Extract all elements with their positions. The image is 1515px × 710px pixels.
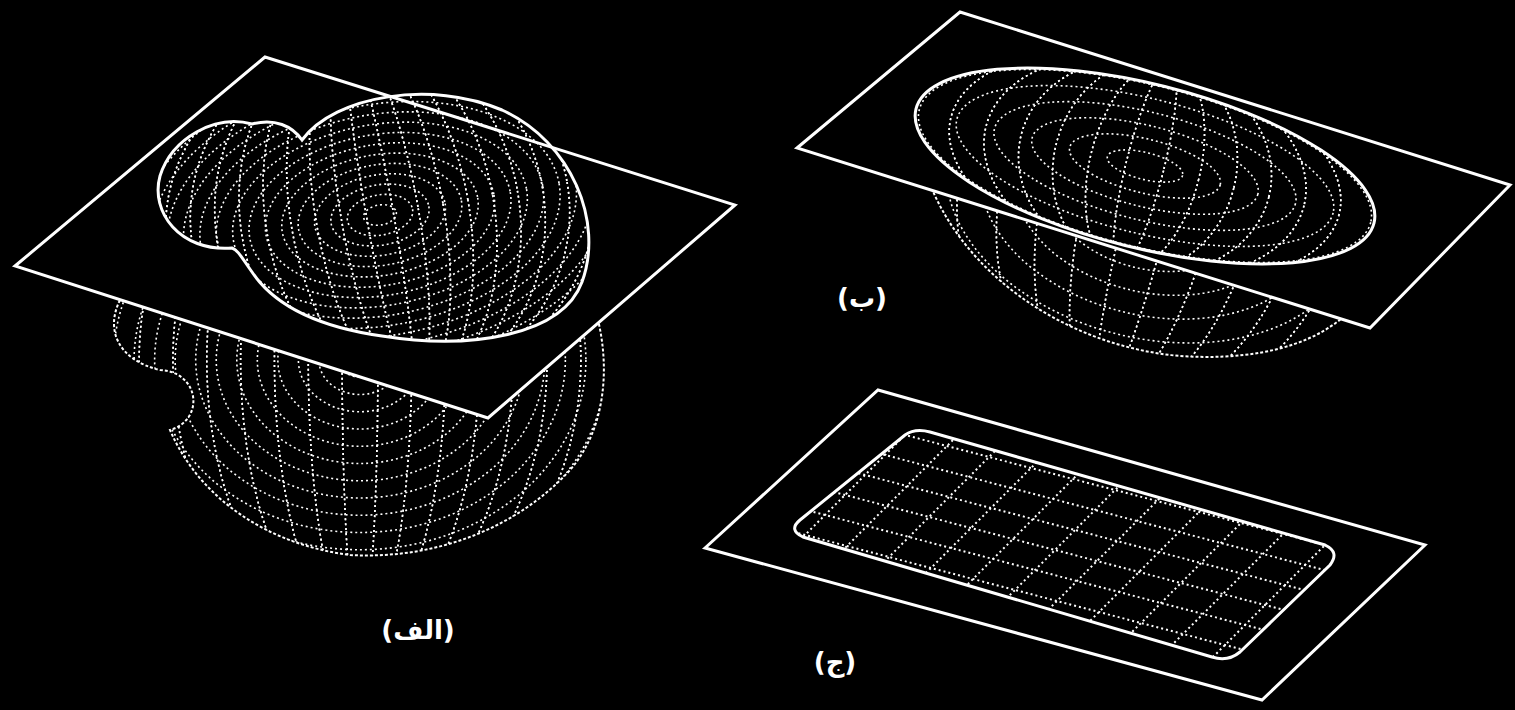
mesh-line <box>236 16 524 414</box>
mesh-line <box>941 54 1350 279</box>
mesh-line <box>801 433 1389 587</box>
mesh-line <box>335 33 425 396</box>
mesh-line <box>87 0 673 440</box>
mesh-line <box>285 25 474 406</box>
mesh-line <box>261 20 500 409</box>
mesh-line <box>128 36 633 394</box>
mesh-group <box>87 0 673 440</box>
mesh-line <box>1066 49 1225 283</box>
mesh-line <box>137 0 624 432</box>
mesh-line <box>995 32 1294 301</box>
section-outline <box>158 94 589 341</box>
figure-label: (الف) <box>381 615 454 645</box>
section-outline <box>795 431 1334 659</box>
mesh-line <box>285 25 474 406</box>
mesh-line <box>186 7 574 423</box>
mesh-line <box>161 3 598 427</box>
mesh-line <box>92 11 669 420</box>
cutting-plane <box>797 12 1510 328</box>
mesh-line <box>308 164 452 266</box>
mesh-line <box>995 470 1135 610</box>
mesh-grid <box>855 0 1435 335</box>
mesh-line <box>110 23 651 406</box>
mesh-line <box>87 0 673 440</box>
mesh-line <box>200 87 561 343</box>
figure-label: (ب) <box>837 283 887 313</box>
mesh-line <box>164 62 597 369</box>
mesh-line <box>310 29 450 401</box>
mesh-line <box>310 29 450 401</box>
mesh-line <box>741 493 1329 647</box>
mesh-grid <box>87 0 673 440</box>
mesh-line <box>890 5 1400 326</box>
mesh-line <box>855 0 1435 335</box>
mesh-line <box>890 5 1400 326</box>
mesh-line <box>1066 49 1225 283</box>
mesh-line <box>261 20 500 409</box>
mesh-line <box>112 0 649 436</box>
mesh-line <box>925 14 1365 318</box>
mesh-line <box>236 113 524 317</box>
mesh-line <box>254 126 506 305</box>
mesh-line <box>344 189 416 240</box>
mesh-line <box>1104 144 1186 189</box>
mesh-line <box>1121 503 1261 643</box>
mesh-line <box>1163 514 1303 654</box>
mesh-line <box>960 23 1330 309</box>
mesh-line <box>137 0 624 432</box>
mesh-line <box>218 100 542 330</box>
section-outline <box>896 29 1394 302</box>
mesh-group <box>855 0 1435 335</box>
mesh-line <box>1030 40 1259 291</box>
cutting-plane <box>15 57 735 418</box>
mesh-grid <box>721 413 1409 667</box>
mesh-line <box>1037 481 1177 621</box>
mesh-line <box>335 33 425 396</box>
mesh-line <box>236 16 524 414</box>
mesh-line <box>859 9 1431 323</box>
mesh-line <box>211 12 549 419</box>
mesh-line <box>781 453 1369 607</box>
mesh-line <box>995 32 1294 301</box>
mesh-line <box>925 14 1365 318</box>
mesh-line <box>272 138 488 291</box>
mesh-line <box>186 7 574 423</box>
figure-label: (ج) <box>814 647 857 677</box>
mesh-line <box>182 74 579 355</box>
mesh-line <box>112 0 649 436</box>
mesh-line <box>290 151 470 279</box>
mesh-line <box>721 513 1309 667</box>
mesh-line <box>855 0 1435 335</box>
cutting-plane <box>705 390 1425 700</box>
mesh-line <box>1030 40 1259 291</box>
mesh-line <box>146 49 615 381</box>
mesh-line <box>326 177 434 254</box>
mesh-line <box>161 3 598 427</box>
mesh-line <box>869 437 1009 577</box>
mesh-line <box>211 12 549 419</box>
mesh-line <box>960 23 1330 309</box>
